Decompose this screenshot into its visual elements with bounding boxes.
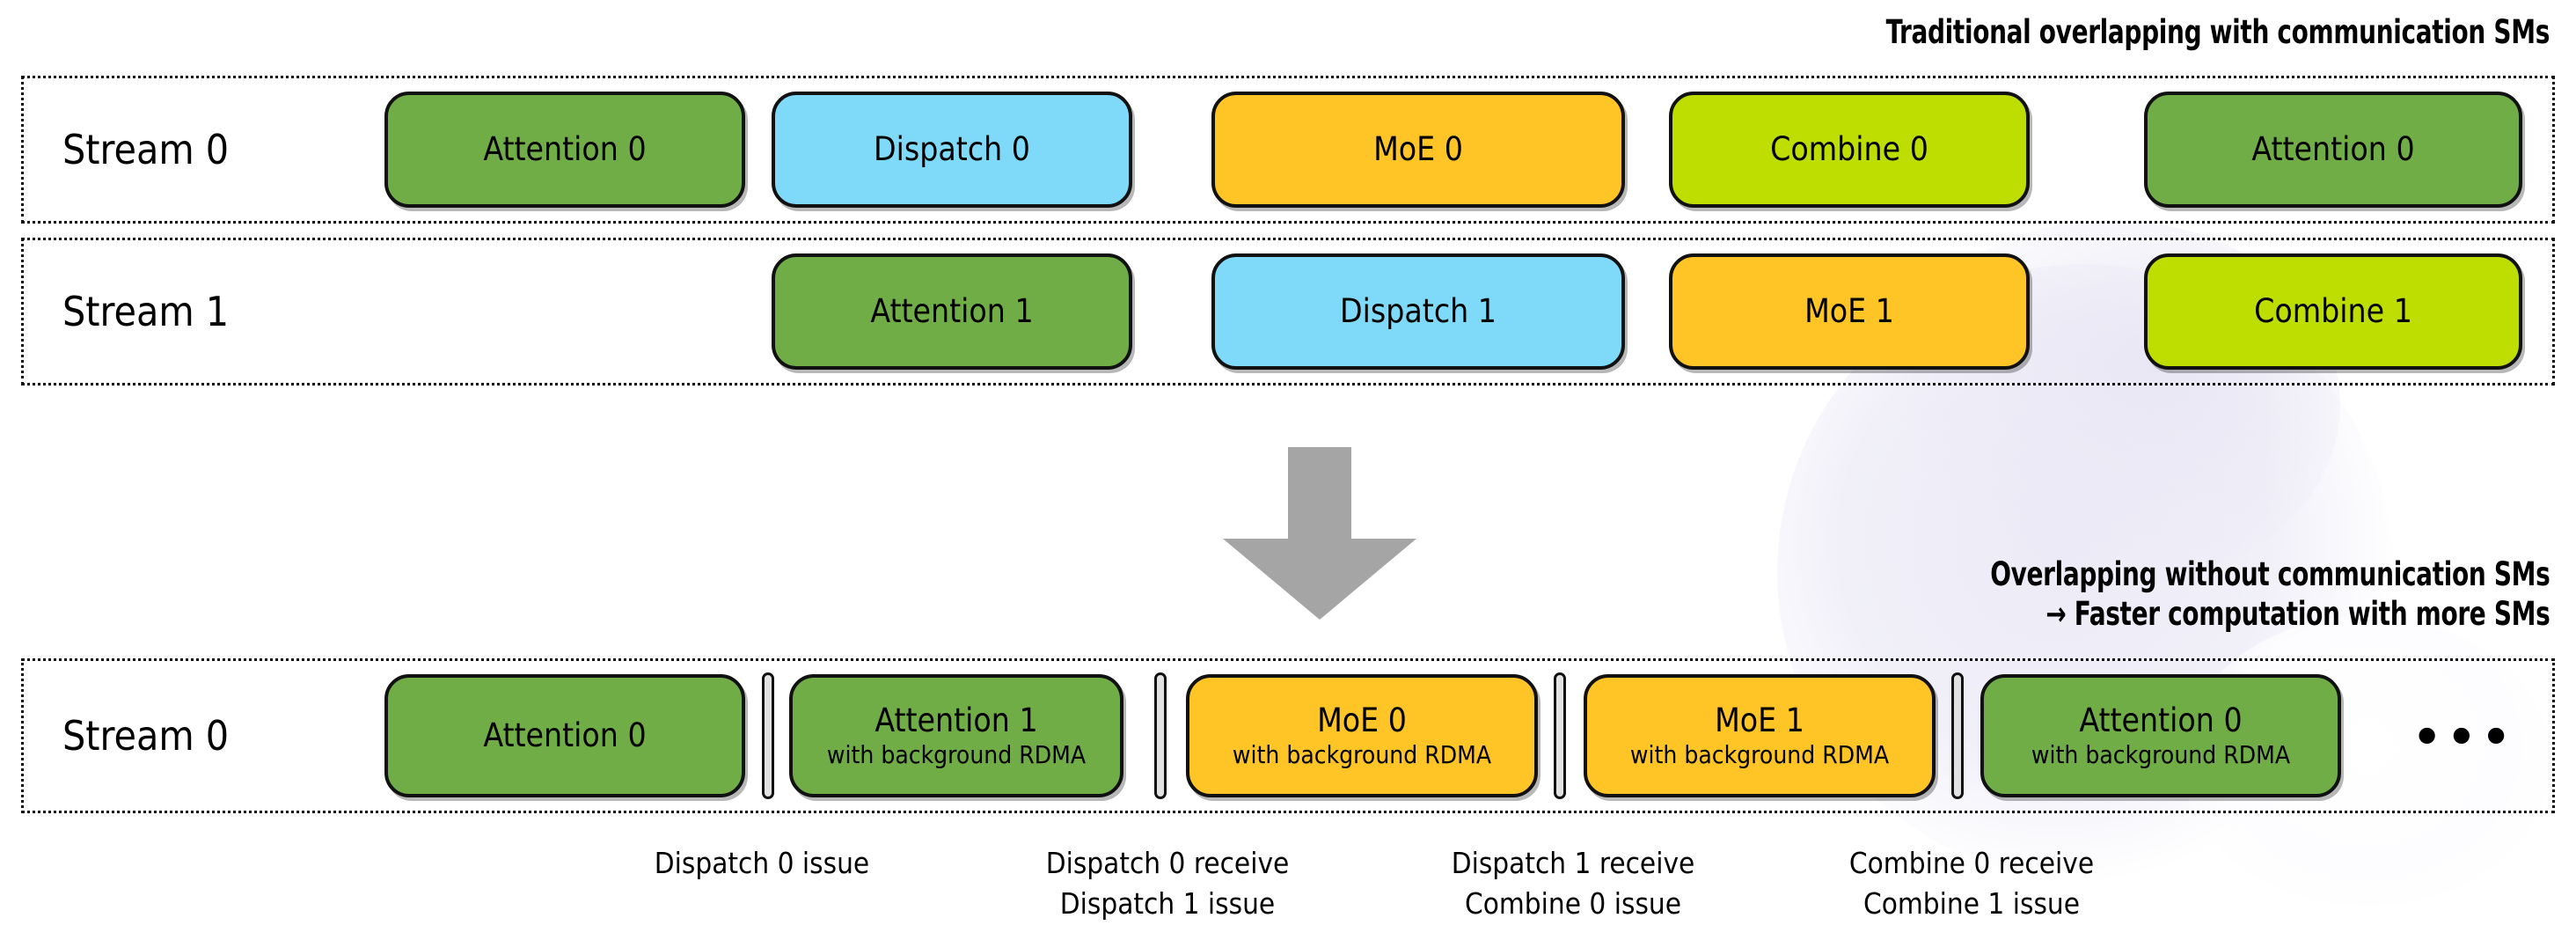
timeline-annotation-1: Dispatch 0 receive Dispatch 1 issue bbox=[1045, 846, 1290, 921]
task-box-moe-1-row1-2[interactable]: MoE 1 bbox=[1669, 253, 2030, 370]
task-box-title: Attention 0 bbox=[483, 716, 647, 755]
task-box-dispatch-0-row0-1[interactable]: Dispatch 0 bbox=[772, 92, 1132, 208]
task-box-dispatch-1-row1-1[interactable]: Dispatch 1 bbox=[1211, 253, 1625, 370]
task-box-title: MoE 1 bbox=[1715, 701, 1804, 739]
task-box-title: MoE 0 bbox=[1317, 701, 1407, 739]
task-box-combine-1-row1-3[interactable]: Combine 1 bbox=[2144, 253, 2522, 370]
task-box-title: Attention 1 bbox=[870, 292, 1034, 331]
ellipsis-indicator: ••• bbox=[2412, 711, 2516, 764]
task-box-subtitle: with background RDMA bbox=[2031, 739, 2291, 769]
bottom-section-caption: Overlapping without communication SMs → … bbox=[1989, 555, 2550, 634]
task-separator-bar-0 bbox=[762, 672, 774, 799]
task-box-attention-0-row0-0[interactable]: Attention 0 bbox=[384, 92, 745, 208]
task-box-subtitle: with background RDMA bbox=[1232, 739, 1492, 769]
task-box-attention-1-row1-0[interactable]: Attention 1 bbox=[772, 253, 1132, 370]
down-arrow-icon bbox=[1223, 447, 1416, 620]
task-separator-bar-2 bbox=[1554, 672, 1566, 799]
task-box-attention-0-row0-4[interactable]: Attention 0 bbox=[2144, 92, 2522, 208]
stream-row-1: Stream 1 bbox=[21, 238, 2555, 386]
top-section-caption: Traditional overlapping with communicati… bbox=[1885, 13, 2550, 51]
timeline-annotation-0: Dispatch 0 issue bbox=[654, 846, 870, 880]
stream-row-0-label: Stream 0 bbox=[62, 126, 230, 173]
task-box-title: Attention 0 bbox=[2079, 701, 2243, 739]
task-box-attention-0-row2-0[interactable]: Attention 0 bbox=[384, 674, 745, 797]
task-box-title: MoE 1 bbox=[1804, 292, 1894, 331]
task-box-title: Dispatch 1 bbox=[1340, 292, 1497, 331]
task-separator-bar-1 bbox=[1154, 672, 1167, 799]
stream-row-2-label: Stream 0 bbox=[62, 712, 230, 760]
timeline-annotation-3: Combine 0 receive Combine 1 issue bbox=[1848, 846, 2095, 921]
task-box-subtitle: with background RDMA bbox=[826, 739, 1087, 769]
task-box-title: MoE 0 bbox=[1373, 130, 1463, 169]
task-box-title: Attention 0 bbox=[2251, 130, 2415, 169]
task-separator-bar-3 bbox=[1951, 672, 1964, 799]
stream-row-0: Stream 0 bbox=[21, 76, 2555, 224]
stream-row-2-optimized: Stream 0 bbox=[21, 658, 2555, 813]
task-box-title: Combine 0 bbox=[1770, 130, 1928, 169]
stream-row-1-label: Stream 1 bbox=[62, 288, 230, 335]
task-box-title: Attention 0 bbox=[483, 130, 647, 169]
task-box-title: Combine 1 bbox=[2254, 292, 2412, 331]
task-box-title: Attention 1 bbox=[875, 701, 1038, 739]
task-box-moe-0-row0-2[interactable]: MoE 0 bbox=[1211, 92, 1625, 208]
task-box-title: Dispatch 0 bbox=[874, 130, 1030, 169]
timeline-annotation-2: Dispatch 1 receive Combine 0 issue bbox=[1451, 846, 1695, 921]
task-box-combine-0-row0-3[interactable]: Combine 0 bbox=[1669, 92, 2030, 208]
task-box-subtitle: with background RDMA bbox=[1629, 739, 1890, 769]
